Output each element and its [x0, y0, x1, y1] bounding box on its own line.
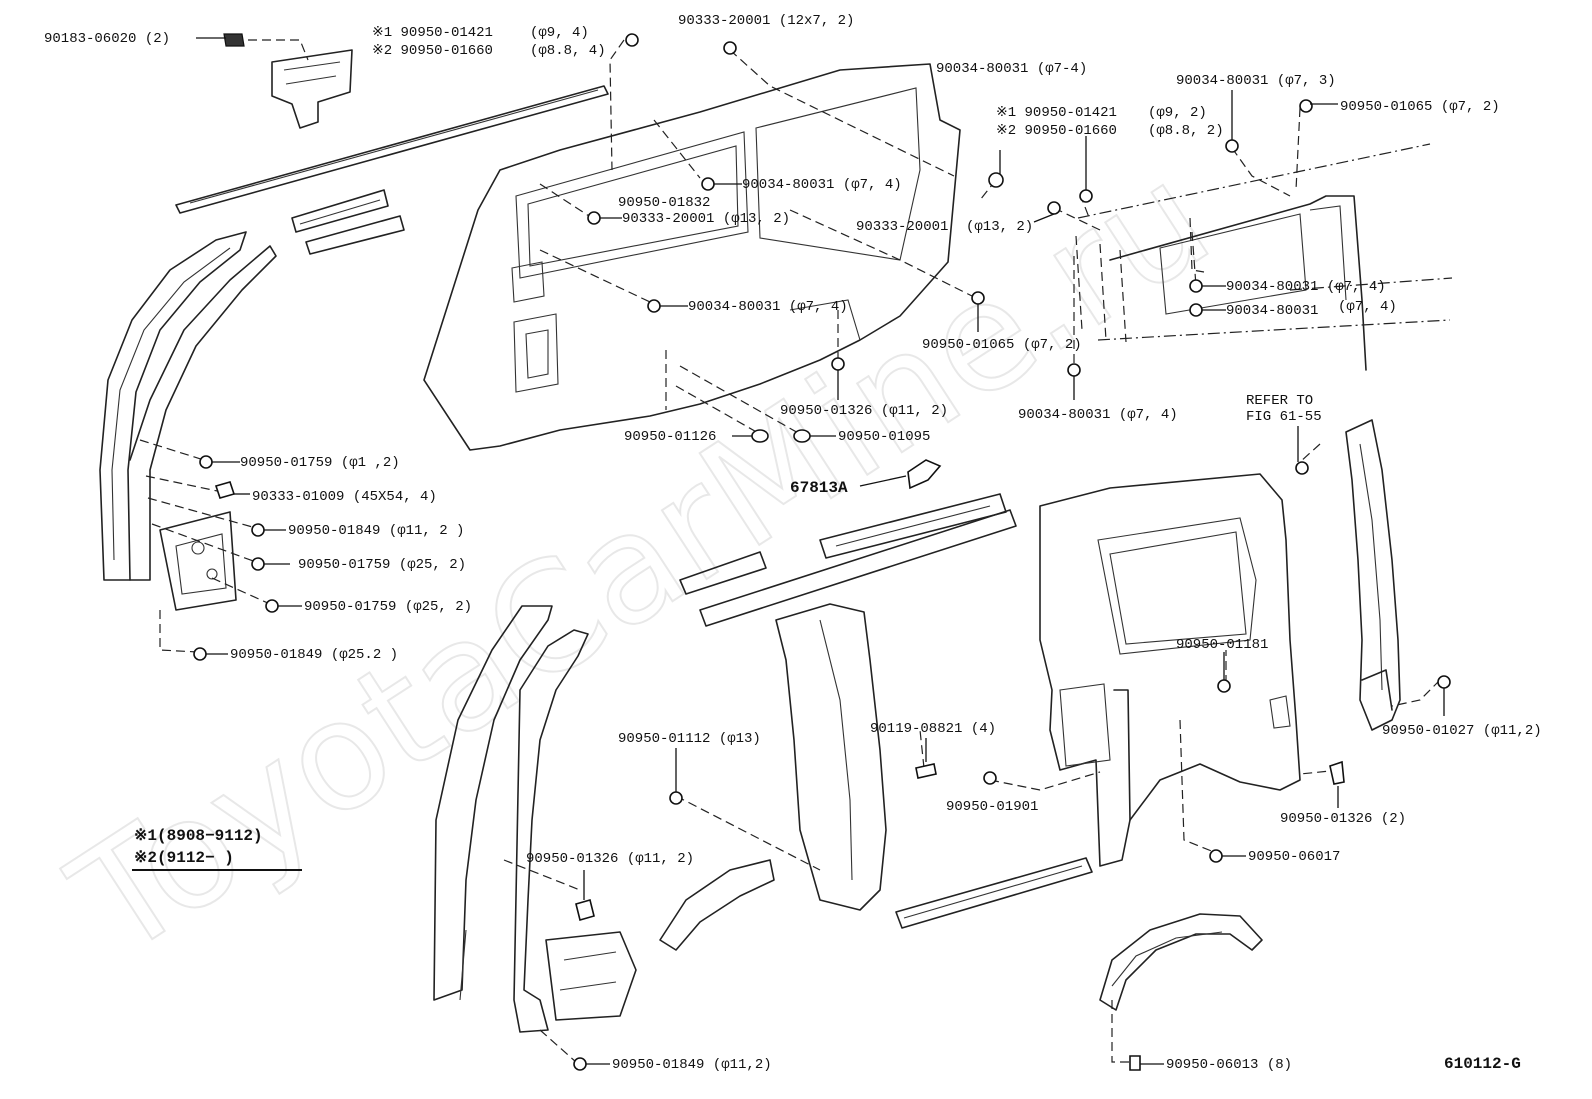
label-90034-80031-7-3: 90034-80031 (φ7, 3)	[1176, 73, 1336, 89]
label-90950-01181: 90950-01181	[1176, 637, 1268, 653]
back-panel-upper	[1075, 143, 1453, 371]
fastener-symbols	[193, 33, 1451, 1071]
label-90034-80031-bottom: 90034-80031 (φ7, 4)	[1018, 407, 1178, 423]
figure-code: 610112-G	[1444, 1055, 1521, 1073]
label-90034-80031-r1: 90034-80031 (φ7, 4)	[1226, 279, 1386, 295]
label-90950-01027: 90950-01027 (φ11,2)	[1382, 723, 1542, 739]
label-dia-13-2: (φ13, 2)	[966, 219, 1033, 235]
label-fig-61-55: FIG 61-55	[1246, 409, 1322, 425]
label-90034-80031-7-4-top: 90034-80031 (φ7-4)	[936, 61, 1087, 77]
roof-rail-reinforcement	[291, 189, 405, 255]
label-dia-8-8-4: (φ8.8, 4)	[530, 43, 606, 59]
label-90950-01421-top: ※1 90950-01421	[372, 25, 493, 41]
label-90119-08821: 90119-08821 (4)	[870, 721, 996, 737]
label-90333-01009: 90333-01009 (45X54, 4)	[252, 489, 437, 505]
leader-lines	[139, 39, 1441, 1063]
label-90950-01849-25-2: 90950-01849 (φ25.2 )	[230, 647, 398, 663]
front-lower-panel	[159, 511, 237, 611]
callout-leads	[196, 37, 1445, 1065]
label-90950-06013: 90950-06013 (8)	[1166, 1057, 1292, 1073]
legend-note-2: ※2(9112− )	[134, 849, 234, 867]
roof-drip-moulding	[175, 85, 609, 214]
label-90950-01326-2: 90950-01326 (2)	[1280, 811, 1406, 827]
label-90950-06017: 90950-06017	[1248, 849, 1340, 865]
label-90183-06020: 90183-06020 (2)	[44, 31, 170, 47]
upper-bracket	[271, 49, 353, 129]
label-90950-01421-right: ※1 90950-01421	[996, 105, 1117, 121]
callout-labels: 90183-06020 (2) ※1 90950-01421 (φ9, 4) ※…	[44, 13, 1542, 1073]
rear-wheel-arch	[1099, 913, 1263, 1011]
label-67813a: 67813A	[790, 479, 848, 497]
label-90333-20001-12x7: 90333-20001 (12x7, 2)	[678, 13, 854, 29]
front-pillar-inner	[99, 231, 277, 581]
label-90950-01065-top: 90950-01065 (φ7, 2)	[1340, 99, 1500, 115]
legend: ※1(8908−9112) ※2(9112− )	[132, 827, 302, 871]
label-90950-01849-lower: 90950-01849 (φ11,2)	[612, 1057, 772, 1073]
label-dia-9-4: (φ9, 4)	[530, 25, 589, 41]
label-90950-01326-11-2: 90950-01326 (φ11, 2)	[780, 403, 948, 419]
label-refer-to: REFER TO	[1246, 393, 1313, 409]
front-wheel-arch	[659, 859, 775, 951]
label-90950-01095: 90950-01095	[838, 429, 930, 445]
label-90950-01832: 90950-01832	[618, 195, 710, 211]
label-90950-01126: 90950-01126	[624, 429, 716, 445]
label-90950-01326-lower: 90950-01326 (φ11, 2)	[526, 851, 694, 867]
back-pillar	[1345, 419, 1401, 731]
rocker-reinforcement	[679, 493, 1017, 627]
center-pillar	[775, 603, 887, 911]
label-dia-8-8-2: (φ8.8, 2)	[1148, 123, 1224, 139]
side-sill-moulding	[895, 857, 1093, 929]
legend-note-1: ※1(8908−9112)	[134, 827, 263, 845]
label-90034-80031-r2: 90034-80031	[1226, 303, 1318, 319]
label-90950-01849-11-2: 90950-01849 (φ11, 2 )	[288, 523, 464, 539]
quarter-panel-inner	[423, 63, 961, 451]
label-90950-01065-mid: 90950-01065 (φ7, 2)	[922, 337, 1082, 353]
label-90333-20001-13-left: 90333-20001 (φ13, 2)	[622, 211, 790, 227]
label-90950-01759-25-b: 90950-01759 (φ25, 2)	[304, 599, 472, 615]
label-90034-80031-mid: 90034-80031 (φ7, 4)	[688, 299, 848, 315]
label-dia-7-4-r2: (φ7, 4)	[1338, 299, 1397, 315]
lower-front-pillar	[433, 605, 637, 1033]
label-90333-20001-mid: 90333-20001	[856, 219, 948, 235]
label-90950-01112: 90950-01112 (φ13)	[618, 731, 761, 747]
label-90950-01759-25-a: 90950-01759 (φ25, 2)	[298, 557, 466, 573]
label-90950-01660-top: ※2 90950-01660	[372, 43, 493, 59]
label-90950-01901: 90950-01901	[946, 799, 1038, 815]
label-dia-9-2: (φ9, 2)	[1148, 105, 1207, 121]
label-90950-01660-right: ※2 90950-01660	[996, 123, 1117, 139]
label-90034-80031-center: 90034-80031 (φ7, 4)	[742, 177, 902, 193]
label-90950-01759-top: 90950-01759 (φ1 ,2)	[240, 455, 400, 471]
rear-quarter-outer	[1039, 473, 1301, 867]
